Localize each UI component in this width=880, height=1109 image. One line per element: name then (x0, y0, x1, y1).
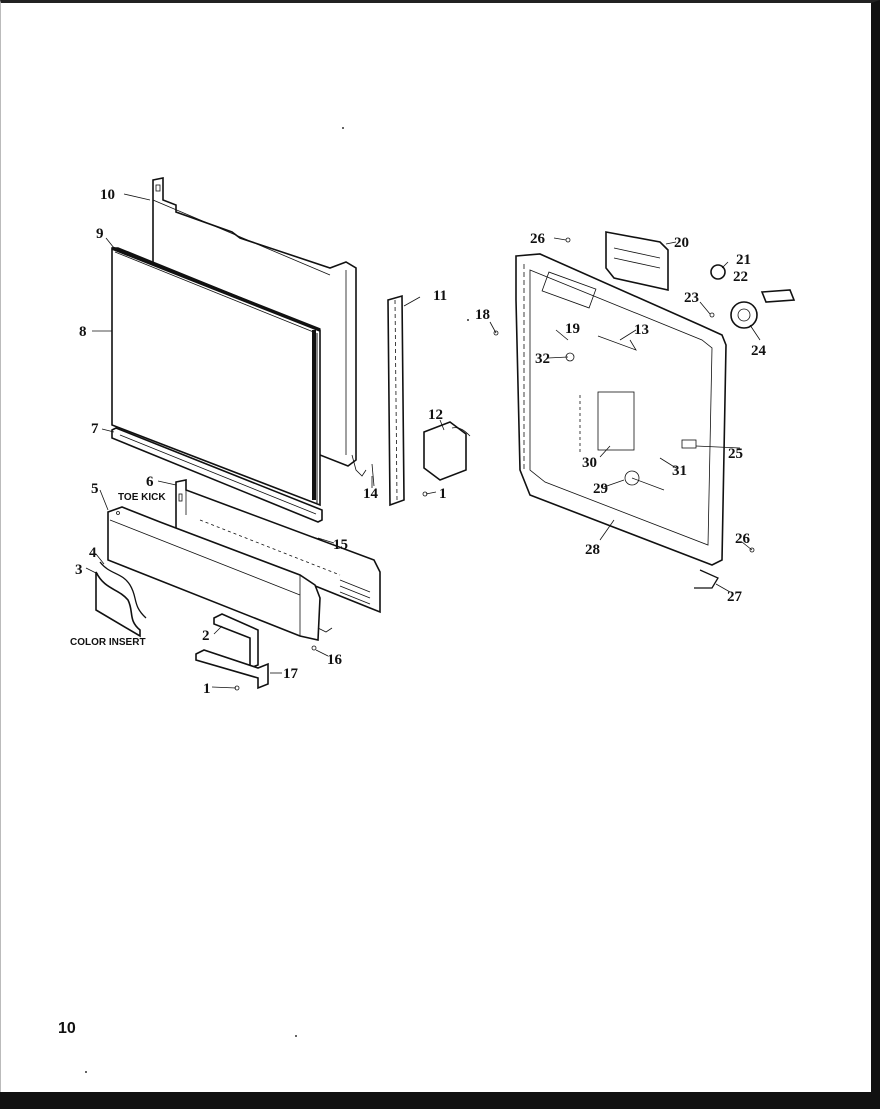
callout-10: 10 (100, 187, 115, 203)
callout-30: 30 (582, 455, 597, 471)
callout-32: 32 (535, 351, 550, 367)
callout-29: 29 (593, 481, 608, 497)
callout-28: 28 (585, 542, 600, 558)
leader-lines (85, 193, 761, 689)
callout-8: 8 (79, 324, 87, 340)
callout-25: 25 (728, 446, 743, 462)
callout-1b: 1 (203, 681, 211, 697)
callout-23: 23 (684, 290, 699, 306)
callout-2: 2 (202, 628, 210, 644)
callout-4: 4 (89, 545, 97, 561)
part-inner-door (515, 253, 727, 589)
part-vent (605, 231, 669, 291)
callout-15: 15 (333, 537, 348, 553)
callout-16: 16 (327, 652, 343, 668)
callout-1a: 1 (439, 486, 447, 502)
callout-14: 14 (363, 486, 379, 502)
callout-26a: 26 (530, 231, 546, 247)
part-bottom-trim (111, 427, 323, 523)
callout-labels: 1 1 2 3 4 5 6 7 8 9 10 11 12 13 14 15 16… (70, 187, 767, 697)
callout-24: 24 (751, 343, 767, 359)
part-cover-plate (423, 421, 471, 481)
callout-18: 18 (475, 307, 490, 323)
callout-21: 21 (736, 252, 751, 268)
callout-17: 17 (283, 666, 299, 682)
callout-22: 22 (733, 269, 748, 285)
bottom-scan-band (0, 1092, 880, 1109)
callout-26b: 26 (735, 531, 751, 547)
callout-5: 5 (91, 481, 99, 497)
caption-color-insert: COLOR INSERT (70, 637, 146, 648)
callout-20: 20 (674, 235, 689, 251)
part-knob-assembly (710, 264, 796, 329)
callout-11: 11 (433, 288, 447, 304)
callout-9: 9 (96, 226, 104, 242)
part-kick-plate (107, 506, 333, 641)
callout-6: 6 (146, 474, 154, 490)
part-side-strip (387, 294, 405, 507)
callout-31: 31 (672, 463, 687, 479)
scan-specks (85, 127, 469, 1073)
callout-7: 7 (91, 421, 99, 437)
callout-27: 27 (727, 589, 743, 605)
callout-3: 3 (75, 562, 83, 578)
callout-13: 13 (634, 322, 649, 338)
part-color-insert (95, 561, 147, 638)
callout-19: 19 (565, 321, 580, 337)
caption-toe-kick: TOE KICK (118, 492, 166, 503)
callout-12: 12 (428, 407, 443, 423)
part-bracket-17 (195, 649, 269, 690)
page-number: 10 (58, 1020, 76, 1037)
part-outer-door-panel (111, 246, 321, 507)
